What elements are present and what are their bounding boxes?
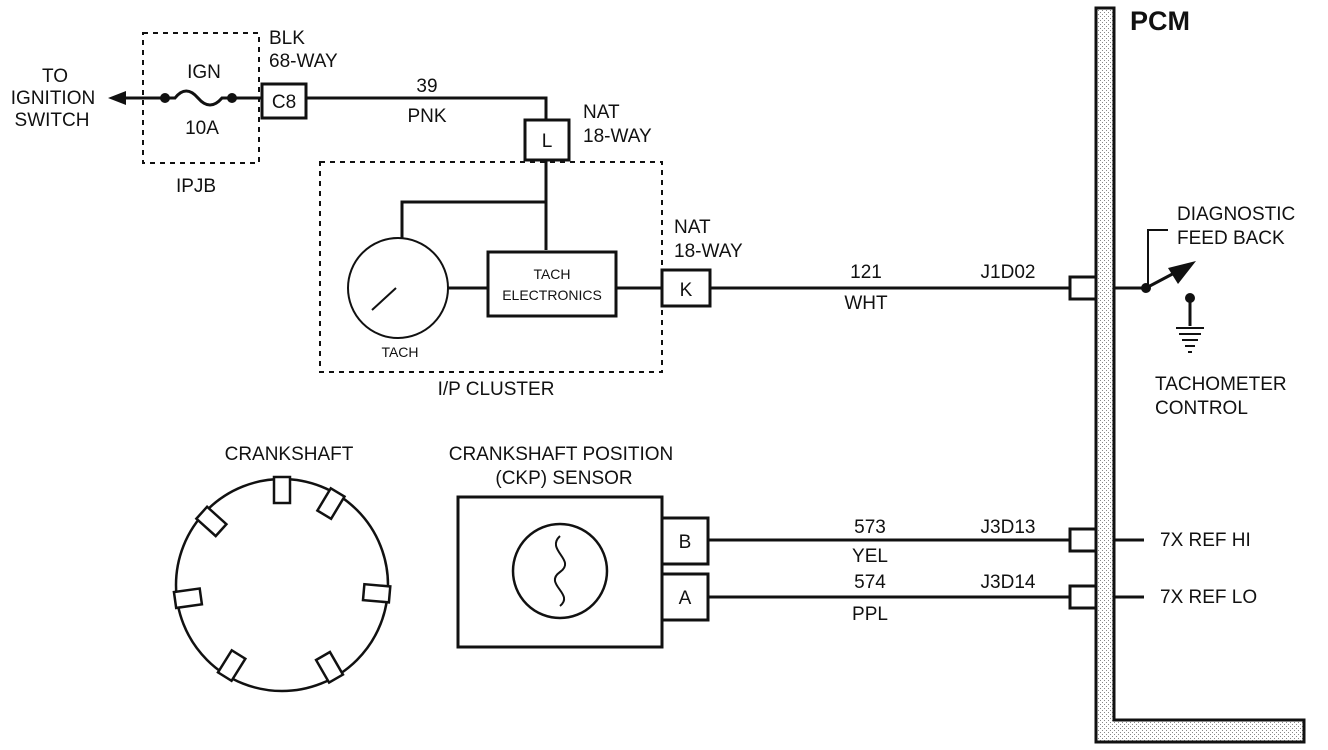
- fuse-name: IGN: [187, 62, 221, 83]
- pcm-pin-j3d13-label: J3D13: [981, 517, 1036, 538]
- feedback-leader: [1147, 229, 1168, 284]
- to-switch-line3: SWITCH: [15, 110, 90, 131]
- wire-573-color: YEL: [852, 546, 888, 567]
- wire-121: 121 WHT J1D02: [710, 262, 1098, 314]
- conn-l-type: 18-WAY: [583, 126, 652, 147]
- tachometer-control: DIAGNOSTIC FEED BACK TACHOMETER CONTROL: [1114, 204, 1295, 419]
- conn-k-color: NAT: [674, 217, 711, 238]
- wire-39-number: 39: [416, 76, 437, 97]
- tach-control-line2: CONTROL: [1155, 398, 1248, 419]
- ip-cluster: TACH TACH ELECTRONICS I/P CLUSTER: [319, 160, 663, 400]
- crankshaft-label: CRANKSHAFT: [225, 444, 354, 465]
- connector-k: NAT 18-WAY K: [660, 217, 743, 308]
- to-switch-line1: TO: [42, 66, 68, 87]
- tach-electronics-box: [486, 250, 618, 318]
- wire-121-number: 121: [850, 262, 882, 283]
- connector-l: L NAT 18-WAY: [523, 102, 652, 162]
- tach-label: TACH: [381, 344, 418, 360]
- wire-39: 39 PNK: [306, 76, 548, 127]
- pcm-title: PCM: [1130, 6, 1190, 36]
- tach-electronics-line1: TACH: [533, 266, 570, 282]
- wire-574-number: 574: [854, 572, 886, 593]
- pcm-module: PCM: [1094, 6, 1306, 744]
- signal-7x-ref-lo: 7X REF LO: [1160, 587, 1257, 608]
- wire-121-color: WHT: [844, 293, 888, 314]
- wire-574-color: PPL: [852, 604, 888, 625]
- tach-electronics-line2: ELECTRONICS: [502, 287, 602, 303]
- wire-39-color: PNK: [407, 106, 446, 127]
- feedback-line2: FEED BACK: [1177, 228, 1285, 249]
- cluster-name: I/P CLUSTER: [438, 379, 555, 400]
- feedback-line1: DIAGNOSTIC: [1177, 204, 1295, 225]
- switch-arrow-icon: [1168, 261, 1196, 284]
- crankshaft-wheel: CRANKSHAFT: [172, 444, 392, 693]
- ckp-sensor: CRANKSHAFT POSITION (CKP) SENSOR B A: [449, 444, 710, 649]
- wire-574: 574 PPL J3D14 7X REF LO: [708, 572, 1257, 625]
- conn-k-pin: K: [680, 280, 693, 301]
- conn-l-pin: L: [542, 131, 553, 152]
- fuse-symbol: [165, 89, 232, 107]
- cluster-boundary: [319, 161, 663, 373]
- ckp-title-line2: (CKP) SENSOR: [495, 468, 632, 489]
- to-switch-line2: IGNITION: [11, 88, 95, 109]
- pcm-pin-j3d14: [1068, 584, 1098, 610]
- tach-control-line1: TACHOMETER: [1155, 374, 1287, 395]
- ac-signal-icon: [553, 535, 567, 607]
- wire-573: 573 YEL J3D13 7X REF HI: [708, 517, 1251, 567]
- c8-connector: [260, 82, 308, 120]
- ipjb-label: IPJB: [176, 176, 216, 197]
- ignition-section: TO IGNITION SWITCH IGN 10A IPJB BLK 68-W…: [11, 28, 338, 197]
- pcm-pin-j3d14-label: J3D14: [981, 572, 1036, 593]
- wire-573-number: 573: [854, 517, 886, 538]
- pcm-pin-j1d02: [1068, 275, 1098, 301]
- fuse-rating: 10A: [185, 118, 219, 139]
- ckp-pin-b-label: B: [679, 532, 692, 553]
- pcm-pin-j1d02-label: J1D02: [981, 262, 1036, 283]
- c8-connector-color: BLK: [269, 28, 305, 49]
- conn-k-type: 18-WAY: [674, 241, 743, 262]
- arrow-left-icon: [108, 91, 126, 105]
- c8-pin-label: C8: [272, 92, 296, 113]
- pcm-pin-j3d13: [1068, 527, 1098, 553]
- c8-connector-type: 68-WAY: [269, 51, 338, 72]
- ckp-pin-a-label: A: [679, 588, 692, 609]
- tach-gauge: [347, 237, 449, 339]
- tach-needle: [371, 287, 397, 311]
- ckp-pin-b: [660, 516, 710, 566]
- ground-icon: [1176, 327, 1204, 353]
- ckp-title-line1: CRANKSHAFT POSITION: [449, 444, 674, 465]
- conn-l-color: NAT: [583, 102, 620, 123]
- signal-7x-ref-hi: 7X REF HI: [1160, 530, 1251, 551]
